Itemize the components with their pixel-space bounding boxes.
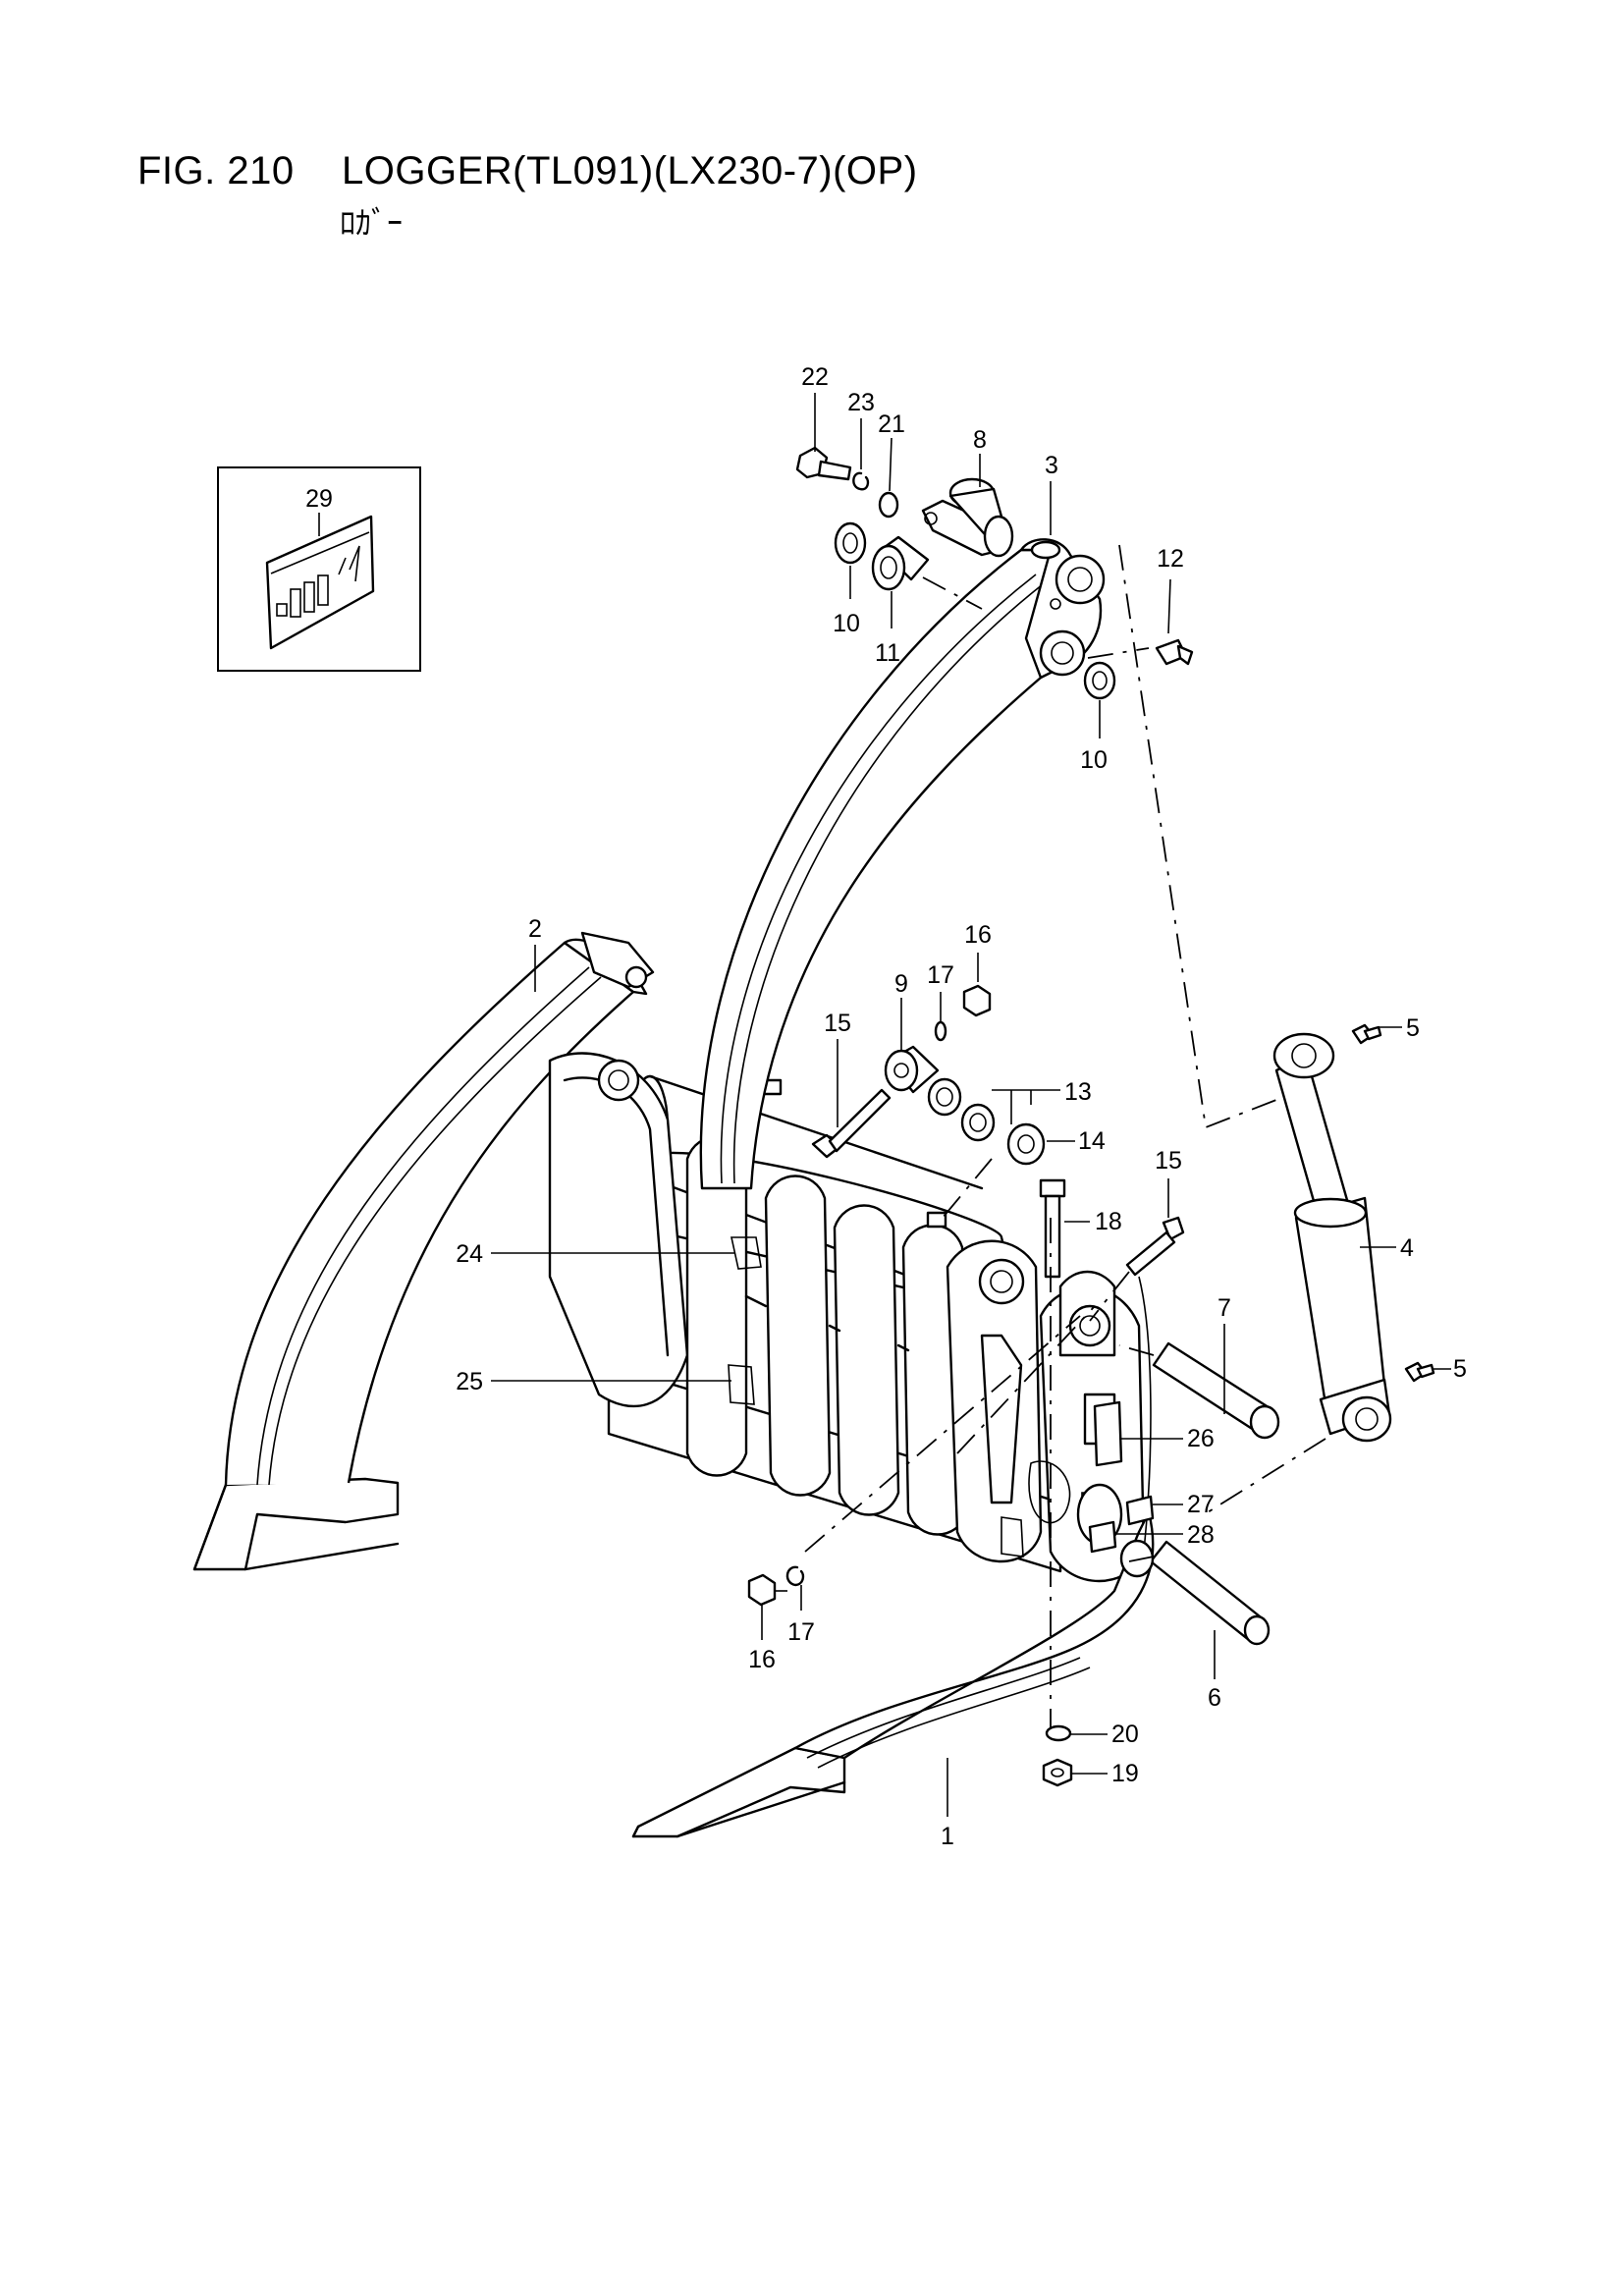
callout-20: 20 (1111, 1721, 1139, 1748)
callout-3: 3 (1045, 452, 1058, 479)
callout-18: 18 (1095, 1208, 1122, 1235)
left-tine (192, 931, 655, 1571)
callout-22: 22 (801, 363, 829, 391)
callout-10-right: 10 (1080, 746, 1108, 774)
callout-6: 6 (1208, 1684, 1221, 1712)
callout-21: 21 (878, 410, 905, 438)
figure-subtitle: ﾛｶﾞｰ (340, 205, 404, 241)
callout-27: 27 (1187, 1491, 1215, 1518)
callout-24: 24 (456, 1240, 483, 1268)
callout-7: 7 (1217, 1294, 1231, 1322)
callout-29: 29 (305, 485, 333, 513)
callout-23: 23 (847, 389, 875, 416)
callout-14: 14 (1078, 1127, 1106, 1155)
callout-16-lower: 16 (748, 1646, 776, 1673)
main-frame (548, 1052, 1146, 1583)
callout-25: 25 (456, 1368, 483, 1395)
callout-5-lower: 5 (1453, 1355, 1467, 1383)
figure-number: FIG. 210 (137, 149, 295, 192)
callout-28: 28 (1187, 1521, 1215, 1549)
moving-arm (699, 538, 1106, 1190)
figure-header: FIG. 210 LOGGER(TL091)(LX230-7)(OP) ﾛｶﾞｰ (137, 147, 918, 241)
callout-8: 8 (973, 426, 987, 454)
callout-leaders (318, 393, 1451, 1817)
callout-15-right: 15 (1155, 1147, 1182, 1175)
callout-labels: 22 23 21 8 3 29 10 11 12 10 2 16 17 9 15… (305, 363, 1467, 1850)
callout-19: 19 (1111, 1760, 1139, 1787)
callout-10-upper: 10 (833, 610, 860, 637)
callout-16-upper: 16 (964, 921, 992, 949)
assembly-lines (804, 544, 1326, 1728)
hydraulic-cylinder (1272, 1032, 1392, 1443)
figure-title: FIG. 210 LOGGER(TL091)(LX230-7)(OP) (137, 147, 918, 194)
small-parts (747, 446, 1435, 1787)
callout-11: 11 (875, 639, 900, 667)
callout-17-upper: 17 (927, 961, 954, 989)
callout-13: 13 (1064, 1078, 1092, 1106)
callout-2: 2 (528, 915, 542, 943)
callout-12: 12 (1157, 545, 1184, 573)
callout-1: 1 (941, 1823, 954, 1850)
callout-26: 26 (1187, 1425, 1215, 1452)
figure-title-text: LOGGER(TL091)(LX230-7)(OP) (342, 149, 918, 192)
callout-4: 4 (1400, 1234, 1414, 1262)
callout-15-left: 15 (824, 1010, 851, 1037)
callout-17-lower: 17 (787, 1618, 815, 1646)
callout-5-upper: 5 (1406, 1014, 1420, 1042)
decal-inset-box (217, 466, 421, 672)
callout-9: 9 (894, 970, 908, 998)
